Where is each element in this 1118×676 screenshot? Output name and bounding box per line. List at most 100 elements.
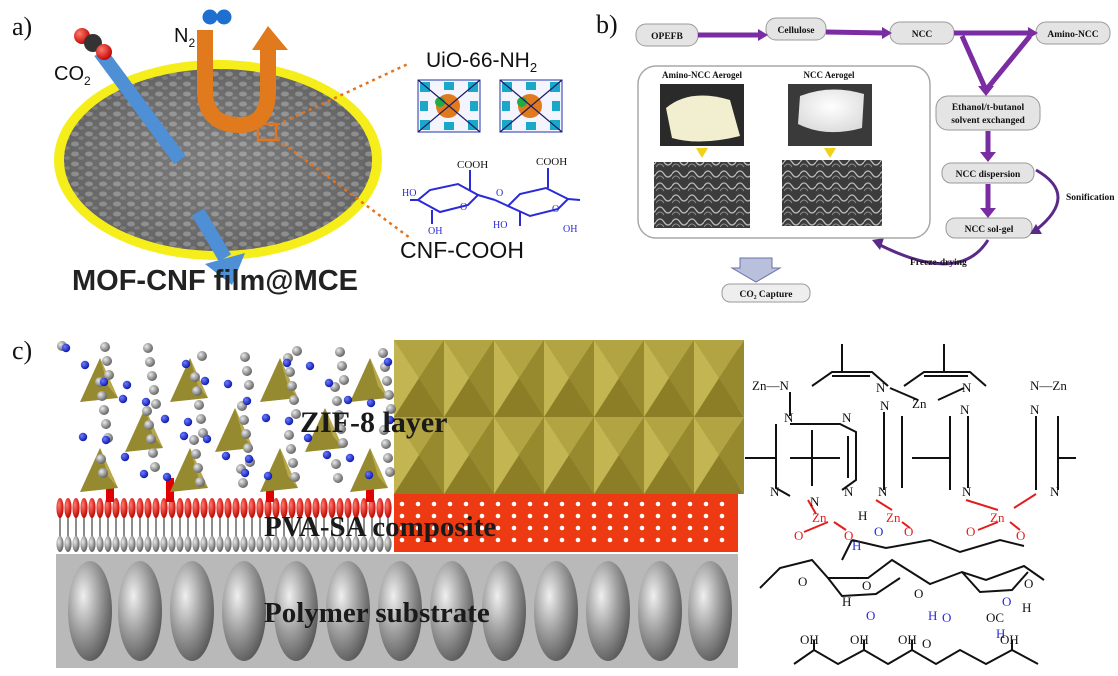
svg-text:H: H [996, 626, 1005, 641]
panel-c-label: c) [12, 336, 33, 365]
svg-text:H: H [852, 538, 861, 553]
ho-label-1: HO [402, 188, 416, 199]
svg-text:Zn: Zn [886, 510, 901, 525]
freeze-drying-label: Freeze-drying [910, 258, 967, 268]
blue-atom-labels: O H O H O H O [852, 524, 1011, 641]
ncc-node: NCC [889, 21, 955, 45]
zif-molecular-framework [57, 341, 396, 492]
n2-molecule-icon [202, 9, 232, 25]
svg-text:Ethanol/t-butanol: Ethanol/t-butanol [952, 103, 1025, 113]
svg-text:NCC Aerogel: NCC Aerogel [803, 70, 855, 80]
svg-text:OC: OC [986, 610, 1004, 625]
svg-text:O: O [1024, 576, 1033, 591]
panel-a-label: a) [12, 12, 33, 41]
h-o-labels: H H H OC O O O O [798, 508, 1033, 625]
svg-text:Cellulose: Cellulose [778, 26, 815, 36]
svg-text:Zn: Zn [912, 396, 927, 411]
co2-molecule-icon [74, 28, 112, 60]
svg-text:N: N [876, 380, 886, 395]
svg-text:solvent exchanged: solvent exchanged [951, 116, 1025, 126]
uio-crystal-icon-1 [417, 79, 481, 133]
svg-text:O: O [966, 524, 975, 539]
o-label-3: O [552, 204, 559, 215]
oh-label-1: OH [428, 226, 442, 237]
svg-text:N: N [1050, 484, 1060, 499]
svg-text:O: O [874, 524, 883, 539]
solvent-node: Ethanol/t-butanol solvent exchanged [935, 95, 1041, 131]
opefb-node: OPEFB [635, 23, 699, 47]
svg-text:H: H [842, 594, 851, 609]
zn-structure [745, 344, 1076, 666]
svg-text:N: N [770, 484, 780, 499]
svg-text:N: N [962, 484, 972, 499]
svg-text:CO₂ Capture: CO₂ Capture [739, 290, 792, 300]
svg-text:N: N [784, 410, 794, 425]
pva-sa-label: PVA-SA composite [264, 511, 496, 543]
polymer-substrate-label: Polymer substrate [264, 597, 490, 629]
svg-text:Amino-NCC: Amino-NCC [1047, 30, 1098, 40]
svg-text:OH: OH [850, 632, 869, 647]
panel-a: CO2 N2 UiO-66-NH2 [54, 9, 581, 297]
cooh-label-1: COOH [457, 159, 488, 171]
svg-text:O: O [1016, 528, 1025, 543]
svg-text:OPEFB: OPEFB [651, 32, 683, 42]
amino-ncc-node: Amino-NCC [1035, 21, 1111, 45]
o-label-1: O [460, 202, 467, 213]
panel-b-label: b) [596, 10, 618, 39]
svg-text:OH: OH [898, 632, 917, 647]
selection-square [256, 122, 278, 142]
uio-crystal-icon-2 [499, 79, 563, 133]
svg-text:O: O [794, 528, 803, 543]
svg-text:N: N [878, 484, 888, 499]
svg-text:O: O [942, 610, 951, 625]
pva-o-label: O [922, 636, 931, 651]
svg-text:NCC sol-gel: NCC sol-gel [965, 225, 1014, 235]
solgel-node: NCC sol-gel [945, 217, 1033, 239]
svg-text:N: N [962, 380, 972, 395]
svg-text:N—Zn: N—Zn [1030, 378, 1067, 393]
svg-text:Zn: Zn [990, 510, 1005, 525]
red-atom-labels: Zn Zn Zn O O O O O [794, 510, 1025, 543]
svg-text:Amino-NCC Aerogel: Amino-NCC Aerogel [662, 70, 743, 80]
svg-text:Zn—N: Zn—N [752, 378, 789, 393]
oh-label-2: OH [563, 224, 577, 235]
o-label-2: O [496, 188, 503, 199]
svg-text:O: O [862, 578, 871, 593]
svg-text:N: N [842, 410, 852, 425]
n2-label: N2 [174, 25, 195, 50]
panel-c: ZIF-8 layer PVA-SA composite Polymer sub… [56, 340, 1076, 668]
cooh-label-2: COOH [536, 156, 567, 168]
cnf-structure [410, 168, 581, 226]
co2-arrow [94, 47, 245, 285]
zif8-layer-label: ZIF-8 layer [300, 406, 447, 439]
pva-dots [399, 501, 725, 543]
film-title: MOF-CNF film@MCE [72, 265, 358, 297]
aerogel-box: Amino-NCC Aerogel NCC Aerogel [637, 65, 931, 239]
svg-text:H: H [1022, 600, 1031, 615]
svg-text:H: H [858, 508, 867, 523]
svg-text:N: N [1030, 402, 1040, 417]
svg-text:N: N [960, 402, 970, 417]
ho-label-2: HO [493, 220, 507, 231]
n2-arrow [197, 26, 288, 134]
co2-label: CO2 [54, 63, 91, 88]
oh-labels: OH OH OH OH [800, 632, 1019, 647]
zif-pyramids [394, 340, 744, 494]
substrate-ovals [68, 561, 732, 661]
panel-b: OPEFB Cellulose NCC Amino-NCC [635, 17, 1115, 303]
uio-label: UiO-66-NH2 [426, 49, 537, 75]
svg-text:H: H [928, 608, 937, 623]
svg-text:O: O [914, 586, 923, 601]
svg-text:O: O [1002, 594, 1011, 609]
pva-brush [56, 478, 392, 552]
svg-text:Zn: Zn [812, 510, 827, 525]
svg-text:N: N [880, 398, 890, 413]
co2-capture-node: CO₂ Capture [721, 283, 811, 303]
dispersion-node: NCC dispersion [941, 162, 1035, 184]
svg-text:O: O [904, 524, 913, 539]
svg-text:NCC: NCC [912, 30, 933, 40]
svg-text:O: O [866, 608, 875, 623]
cnf-cooh-label: CNF-COOH [400, 237, 524, 263]
svg-text:O: O [798, 574, 807, 589]
